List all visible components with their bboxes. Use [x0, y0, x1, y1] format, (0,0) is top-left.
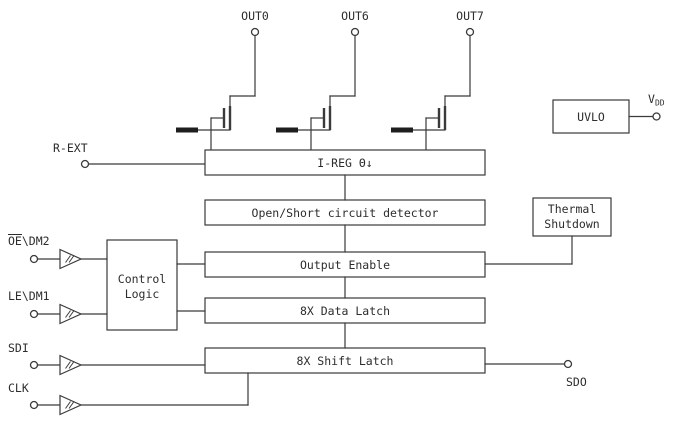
hysteresis-mark — [68, 361, 75, 369]
pin-le-dm1-label: LE\DM1 — [8, 289, 50, 303]
pin-clk-label: CLK — [8, 381, 29, 395]
pin-out0-label: OUT0 — [241, 9, 269, 23]
block-shift-latch-label: 8X Shift Latch — [297, 354, 394, 368]
input-clk: CLK — [8, 372, 249, 416]
thermal-shutdown-section: Thermal Shutdown — [484, 197, 612, 265]
block-thermal-label-line1: Thermal — [548, 202, 596, 216]
pin-vdd-label: VDD — [648, 92, 665, 108]
pin-out0: OUT0 — [241, 9, 269, 37]
pin-oe-dm2-terminal — [29, 254, 39, 264]
pin-out6-label: OUT6 — [341, 9, 369, 23]
schmitt-buffer-icon — [59, 248, 83, 270]
output-sdo: SDO — [484, 359, 587, 389]
pin-out0-terminal — [250, 27, 260, 37]
hysteresis-mark — [65, 255, 71, 263]
input-sdi: SDI — [8, 341, 206, 376]
block-shift-latch — [204, 347, 486, 374]
pin-sdo-terminal — [563, 359, 573, 369]
block-output-enable-label: Output Enable — [300, 258, 390, 272]
control-logic-section: Control Logic — [106, 239, 206, 331]
block-control-logic — [106, 239, 178, 331]
block-thermal-label-line2: Shutdown — [544, 217, 599, 231]
schmitt-buffer-icon — [59, 394, 83, 416]
pin-out7-terminal — [465, 27, 475, 37]
block-i-reg-label: I-REG Θ↓ — [317, 156, 372, 170]
input-le-dm1: LE\DM1 — [8, 289, 108, 325]
pin-rext-label: R-EXT — [53, 141, 88, 155]
pin-out6-terminal — [350, 27, 360, 37]
block-control-label-line1: Control — [118, 272, 166, 286]
schmitt-buffer-icon — [59, 354, 83, 376]
block-open-short-detector — [204, 199, 486, 226]
pin-vdd-terminal — [652, 112, 661, 121]
pin-clk-terminal — [29, 400, 39, 410]
block-open-short-label: Open/Short circuit detector — [252, 206, 439, 220]
pin-le-dm1-terminal — [29, 309, 39, 319]
block-uvlo-label: UVLO — [577, 110, 605, 124]
mosfet-out0 — [176, 34, 256, 151]
hysteresis-mark — [65, 401, 71, 409]
pin-rext-terminal — [80, 159, 90, 169]
pin-out7: OUT7 — [456, 9, 484, 37]
block-thermal-shutdown — [532, 197, 612, 237]
pin-oe-dm2-label: OE\DM2 — [8, 234, 50, 248]
uvlo-section: UVLO VDD — [552, 92, 665, 134]
block-control-label-line2: Logic — [125, 287, 160, 301]
mosfet-out7 — [391, 34, 471, 151]
pin-sdi-label: SDI — [8, 341, 29, 355]
pin-out6: OUT6 — [341, 9, 369, 37]
pin-sdo-label: SDO — [566, 375, 587, 389]
hysteresis-mark — [68, 255, 75, 263]
rext-section: R-EXT — [53, 141, 206, 169]
schmitt-buffer-icon — [59, 303, 83, 325]
input-oe-dm2: OE\DM2 — [8, 234, 108, 270]
hysteresis-mark — [68, 401, 75, 409]
hysteresis-mark — [65, 361, 71, 369]
hysteresis-mark — [68, 310, 75, 318]
mosfet-out6 — [276, 34, 356, 151]
block-data-latch-label: 8X Data Latch — [300, 304, 390, 318]
hysteresis-mark — [65, 310, 71, 318]
block-i-reg — [204, 149, 486, 176]
pin-out7-label: OUT7 — [456, 9, 484, 23]
pin-sdi-terminal — [29, 360, 39, 370]
